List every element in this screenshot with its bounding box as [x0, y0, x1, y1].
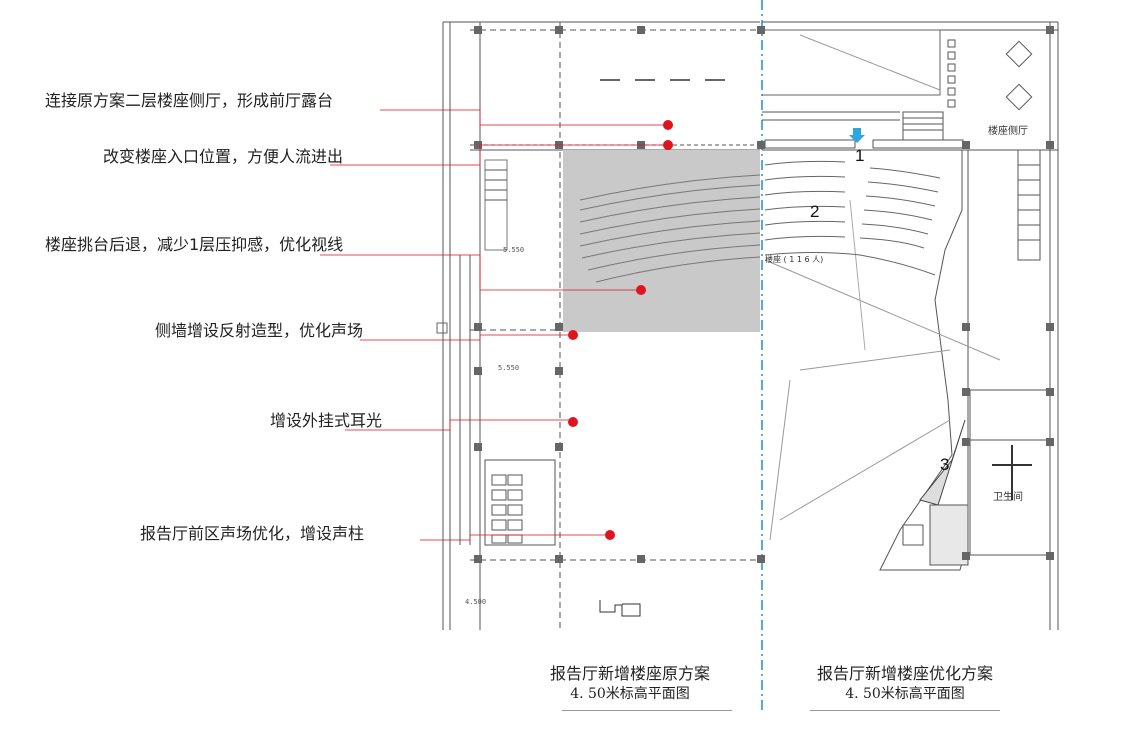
- caption-title: 报告厅新增楼座原方案: [549, 664, 710, 683]
- annotation-dot: [636, 285, 646, 295]
- elevation-label: 4.500: [465, 598, 487, 606]
- annotation-text: 报告厅前区声场优化，增设声柱: [140, 524, 365, 543]
- annotation-text: 侧墙增设反射造型，优化声场: [155, 321, 364, 340]
- caption-subtitle: 4. 50米标高平面图: [570, 686, 690, 702]
- room-label: 卫生间: [993, 492, 1023, 503]
- annotation-dot: [663, 140, 673, 150]
- caption-subtitle: 4. 50米标高平面图: [845, 686, 965, 702]
- marker-number: 3: [940, 455, 950, 474]
- annotation-text: 增设外挂式耳光: [270, 411, 383, 430]
- annotation-dot: [568, 330, 578, 340]
- leader-lines: [320, 109, 668, 541]
- original-balcony-area: [563, 150, 760, 332]
- caption-left: 报告厅新增楼座原方案 4. 50米标高平面图: [530, 664, 730, 704]
- elevation-label: 5.550: [498, 364, 520, 372]
- annotation-text: 改变楼座入口位置，方便人流进出: [103, 147, 344, 166]
- seat-count-label: 楼座 ( 1 1 6 人): [765, 255, 824, 264]
- entrance-arrow-icon: [849, 128, 865, 143]
- annotation-text: 连接原方案二层楼座侧厅，形成前厅露台: [45, 91, 334, 110]
- annotation-dot: [568, 417, 578, 427]
- columns-right: [757, 26, 1054, 563]
- marker-number: 1: [855, 146, 865, 165]
- caption-right: 报告厅新增楼座优化方案 4. 50米标高平面图: [795, 664, 1015, 704]
- caption-underline: [810, 710, 1000, 711]
- annotation-dot: [663, 120, 673, 130]
- caption-underline: [562, 710, 732, 711]
- original-seat-rows: [579, 174, 761, 283]
- annotation-text: 楼座挑台后退，减少1层压抑感，优化视线: [45, 235, 344, 254]
- room-label: 楼座侧厅: [988, 126, 1028, 137]
- optimized-seat-rows: [764, 160, 941, 276]
- annotation-dot: [605, 530, 615, 540]
- marker-number: 2: [810, 202, 820, 221]
- caption-title: 报告厅新增楼座优化方案: [816, 664, 993, 683]
- elevation-label: 5.550: [503, 246, 525, 254]
